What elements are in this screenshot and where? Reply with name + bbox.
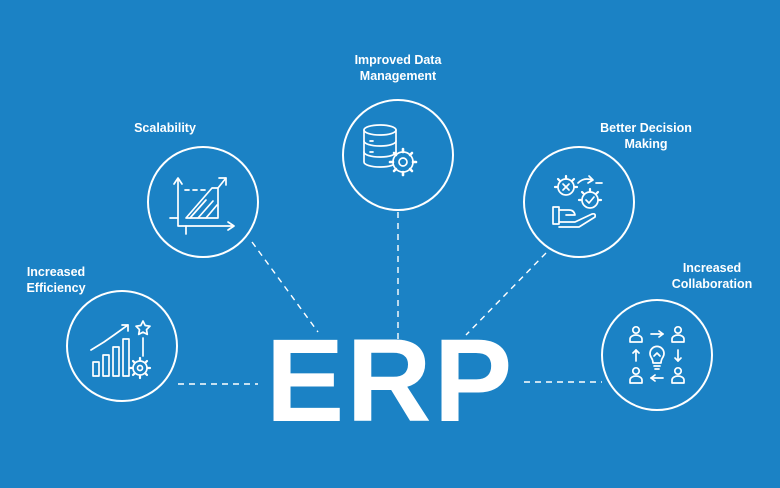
scalability-circle bbox=[147, 146, 259, 258]
collaboration-label-line-2: Collaboration bbox=[671, 277, 753, 291]
data-management-label-line-1: Improved Data bbox=[354, 53, 442, 67]
data-management-label-line-2: Management bbox=[359, 69, 437, 83]
decision-making-label-line-2: Making bbox=[624, 137, 668, 151]
decision-making-circle bbox=[523, 146, 635, 258]
efficiency-label-line-1: Increased bbox=[26, 265, 86, 279]
collaboration-label-line-1: Increased bbox=[682, 261, 742, 275]
growth-chart-gear-icon bbox=[90, 320, 152, 380]
benefit-label-decision-making: Better Decision Making bbox=[583, 120, 709, 152]
collaboration-circle bbox=[601, 299, 713, 411]
benefit-label-collaboration: Increased Collaboration bbox=[664, 260, 760, 292]
connector-decision bbox=[465, 252, 547, 336]
connector-scalability bbox=[251, 241, 319, 333]
scalability-label-line-1: Scalability bbox=[134, 121, 196, 135]
erp-title: ERP bbox=[265, 315, 515, 447]
connector-lines bbox=[178, 212, 602, 385]
database-gear-icon bbox=[363, 124, 418, 177]
benefit-circles bbox=[66, 99, 713, 411]
hand-gears-decision-icon bbox=[552, 174, 603, 228]
benefit-label-scalability: Scalability bbox=[120, 120, 210, 136]
scaling-graph-icon bbox=[169, 177, 235, 235]
data-management-circle bbox=[342, 99, 454, 211]
decision-making-label-line-1: Better Decision bbox=[600, 121, 692, 135]
efficiency-circle bbox=[66, 290, 178, 402]
benefit-label-efficiency: Increased Efficiency bbox=[18, 264, 94, 296]
benefit-label-data-management: Improved Data Management bbox=[338, 52, 458, 84]
efficiency-label-line-2: Efficiency bbox=[26, 281, 86, 295]
people-idea-exchange-icon bbox=[629, 325, 685, 384]
